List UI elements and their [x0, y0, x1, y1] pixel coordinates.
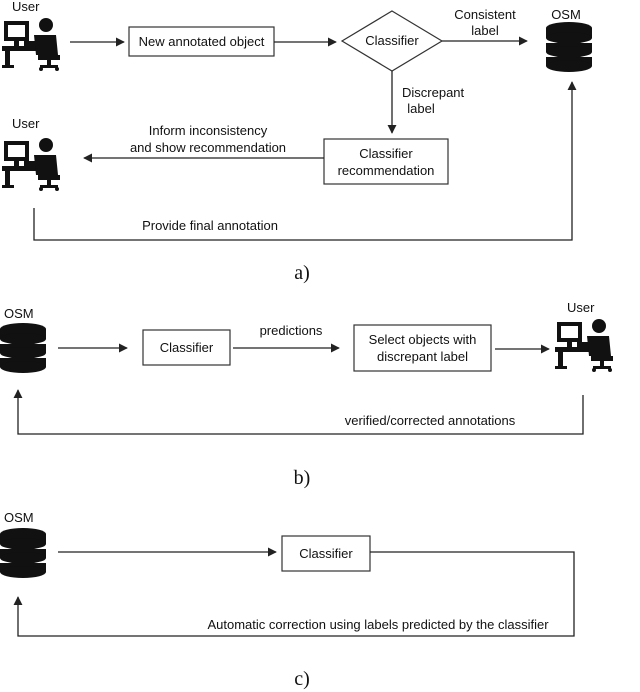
caption-a: a) [294, 262, 310, 284]
discrepant-label-line2: label [407, 101, 435, 116]
verified-label: verified/corrected annotations [345, 413, 516, 428]
consistent-label-line1: Consistent [454, 7, 516, 22]
osm-c-label: OSM [4, 510, 34, 525]
arrow-user-to-osm-b [13, 389, 584, 435]
caption-c: c) [294, 668, 310, 690]
inform-line2: and show recommendation [130, 140, 286, 155]
consistent-label-line2: label [471, 23, 499, 38]
user-b-label: User [567, 300, 595, 315]
user-top-icon [2, 18, 60, 71]
arrow-user-to-osm [33, 81, 577, 241]
recommendation-line1: Classifier [359, 146, 413, 161]
correction-label: Automatic correction using labels predic… [207, 617, 549, 632]
recommendation-box [323, 138, 449, 185]
inform-line1: Inform inconsistency [149, 123, 268, 138]
classifier-c-box [281, 535, 371, 572]
classifier-b-box [142, 329, 231, 366]
classifier-c-label: Classifier [299, 546, 353, 561]
panel-b: OSM Classifier predictions Select object… [0, 300, 613, 489]
osm-b-database-icon [0, 322, 47, 374]
osm-top-database-icon [545, 21, 593, 73]
classifier-b-label: Classifier [160, 340, 214, 355]
final-annotation-label: Provide final annotation [142, 218, 278, 233]
select-line1: Select objects with [369, 332, 477, 347]
user-b-icon [555, 319, 613, 372]
panel-a: User New annotated object Classifier Con… [2, 0, 593, 284]
osm-b-label: OSM [4, 306, 34, 321]
predictions-label: predictions [260, 323, 323, 338]
arrow-classifier-to-osm-c [13, 551, 575, 637]
user-top-label: User [12, 0, 40, 14]
osm-top-label: OSM [551, 7, 581, 22]
user-bottom-label: User [12, 116, 40, 131]
select-line2: discrepant label [377, 349, 468, 364]
select-objects-box [353, 324, 492, 372]
new-object-label: New annotated object [139, 34, 265, 49]
discrepant-label-line1: Discrepant [402, 85, 465, 100]
osm-c-database-icon [0, 527, 47, 579]
panel-c: OSM Classifier Automatic correction usin… [0, 510, 575, 690]
classifier-diamond-label: Classifier [365, 33, 419, 48]
caption-b: b) [294, 467, 311, 489]
recommendation-line2: recommendation [338, 163, 435, 178]
user-bottom-icon [2, 138, 60, 191]
